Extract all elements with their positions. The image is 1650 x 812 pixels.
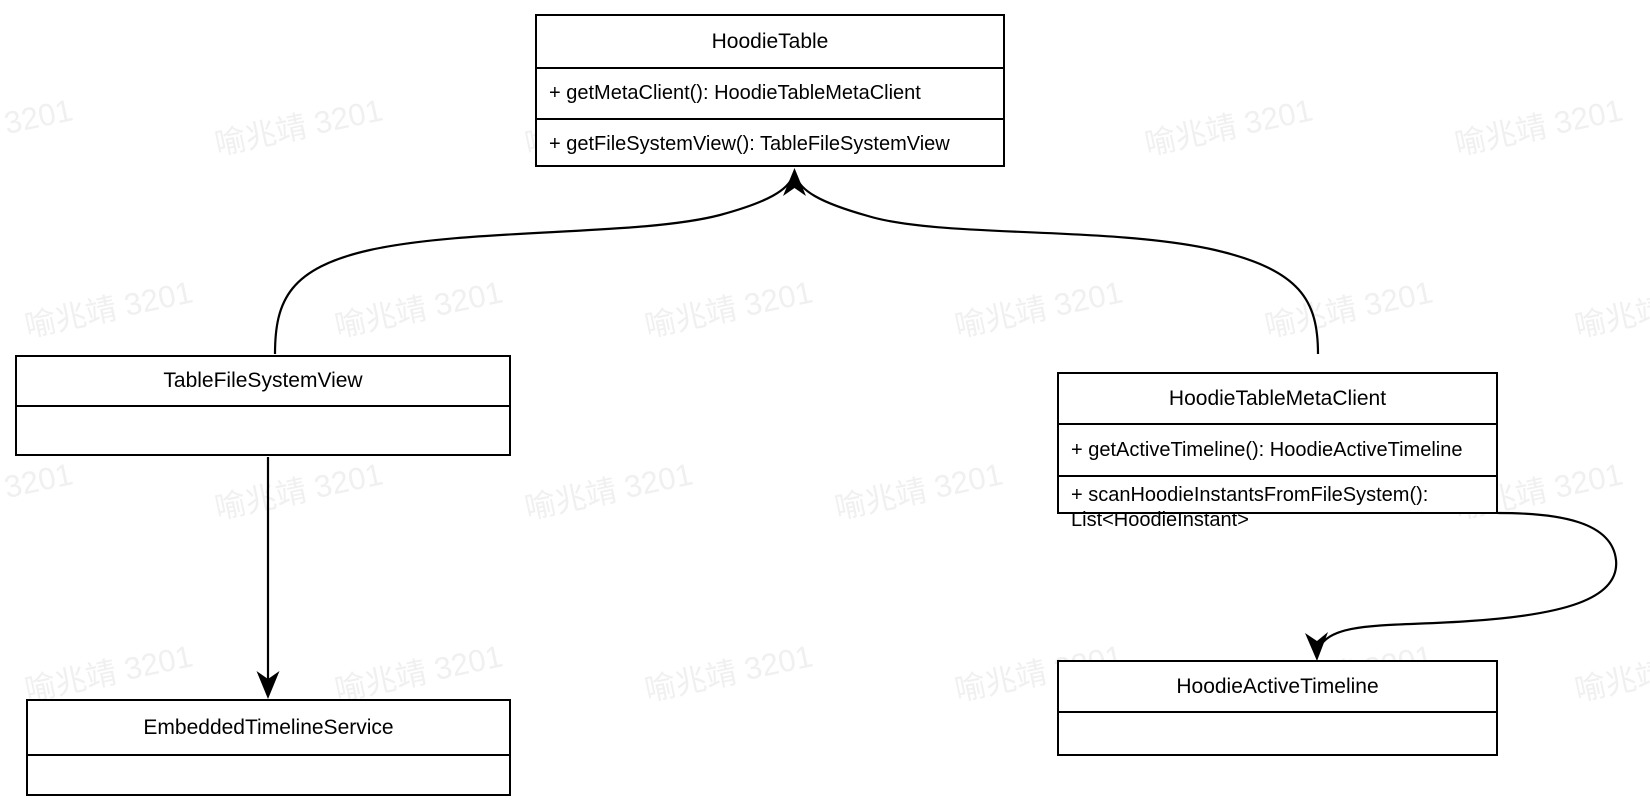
watermark-text: 喻兆靖 3201 xyxy=(521,456,696,527)
class-compartment-hoodie-table-2: + getFileSystemView(): TableFileSystemVi… xyxy=(537,118,1003,169)
class-compartment-hoodie-table-meta-client-1: + getActiveTimeline(): HoodieActiveTimel… xyxy=(1059,423,1496,475)
class-title-hoodie-active-timeline: HoodieActiveTimeline xyxy=(1176,674,1379,698)
operation-get-file-system-view: + getFileSystemView(): TableFileSystemVi… xyxy=(549,133,950,155)
class-box-table-file-system-view[interactable]: TableFileSystemView xyxy=(15,355,511,456)
watermark-text: 喻兆靖 3201 xyxy=(211,92,386,163)
watermark-text: 喻兆靖 3201 xyxy=(831,456,1006,527)
class-compartment-table-file-system-view-1 xyxy=(17,405,509,454)
watermark-text: 喻兆靖 3201 xyxy=(1451,92,1626,163)
watermark-text: 喻兆靖 3201 xyxy=(1261,274,1436,345)
watermark-text: 喻兆靖 3201 xyxy=(0,92,76,162)
watermark-text: 喻兆靖 3201 xyxy=(1571,274,1650,345)
class-box-hoodie-table-meta-client[interactable]: HoodieTableMetaClient + getActiveTimelin… xyxy=(1057,372,1498,531)
class-box-hoodie-table[interactable]: HoodieTable + getMetaClient(): HoodieTab… xyxy=(535,14,1005,167)
class-box-embedded-timeline-service[interactable]: EmbeddedTimelineService xyxy=(26,699,511,796)
class-compartment-embedded-timeline-service-1 xyxy=(28,754,509,794)
class-compartment-hoodie-active-timeline-1 xyxy=(1059,711,1496,756)
operation-scan-hoodie-instants-from-file-system: + scanHoodieInstantsFromFileSystem(): Li… xyxy=(1071,484,1429,531)
watermark-text: 喻兆靖 3201 xyxy=(1571,638,1650,709)
watermark-text: 喻兆靖 3201 xyxy=(641,274,816,345)
edge-tfsv-to-hoodietable xyxy=(273,175,795,355)
watermark-text: 喻兆靖 3201 xyxy=(211,456,386,527)
arrowhead-hoodieactivetimeline xyxy=(1305,632,1328,661)
operation-get-meta-client: + getMetaClient(): HoodieTableMetaClient xyxy=(549,82,921,104)
watermark-text: 喻兆靖 3201 xyxy=(331,274,506,345)
class-box-hoodie-active-timeline[interactable]: HoodieActiveTimeline xyxy=(1057,660,1498,756)
class-title-hoodie-table-meta-client: HoodieTableMetaClient xyxy=(1168,386,1387,410)
edge-metaclient-to-activetimeline xyxy=(1305,511,1618,661)
edge-metaclient-to-hoodietable xyxy=(794,175,1320,355)
operation-get-active-timeline: + getActiveTimeline(): HoodieActiveTimel… xyxy=(1071,438,1463,461)
watermark-text: 喻兆靖 3201 xyxy=(0,456,76,526)
watermark-text: 喻兆靖 3201 xyxy=(1141,92,1316,163)
watermark-text: 喻兆靖 3201 xyxy=(21,274,196,345)
watermark-text: 喻兆靖 3201 xyxy=(951,274,1126,345)
watermark-text: 喻兆靖 3201 xyxy=(641,638,816,709)
arrowhead-embeddedtimelineservice xyxy=(256,671,280,699)
class-title-embedded-timeline-service: EmbeddedTimelineService xyxy=(143,715,394,739)
class-title-table-file-system-view: TableFileSystemView xyxy=(163,369,363,392)
class-compartment-hoodie-table-meta-client-2: + scanHoodieInstantsFromFileSystem(): Li… xyxy=(1059,475,1496,531)
arrowhead-hoodietable xyxy=(783,168,806,196)
class-compartment-hoodie-table-1: + getMetaClient(): HoodieTableMetaClient xyxy=(537,67,1003,118)
edge-tfsv-to-embeddedtimelineservice xyxy=(256,457,280,699)
class-title-hoodie-table: HoodieTable xyxy=(711,29,829,53)
